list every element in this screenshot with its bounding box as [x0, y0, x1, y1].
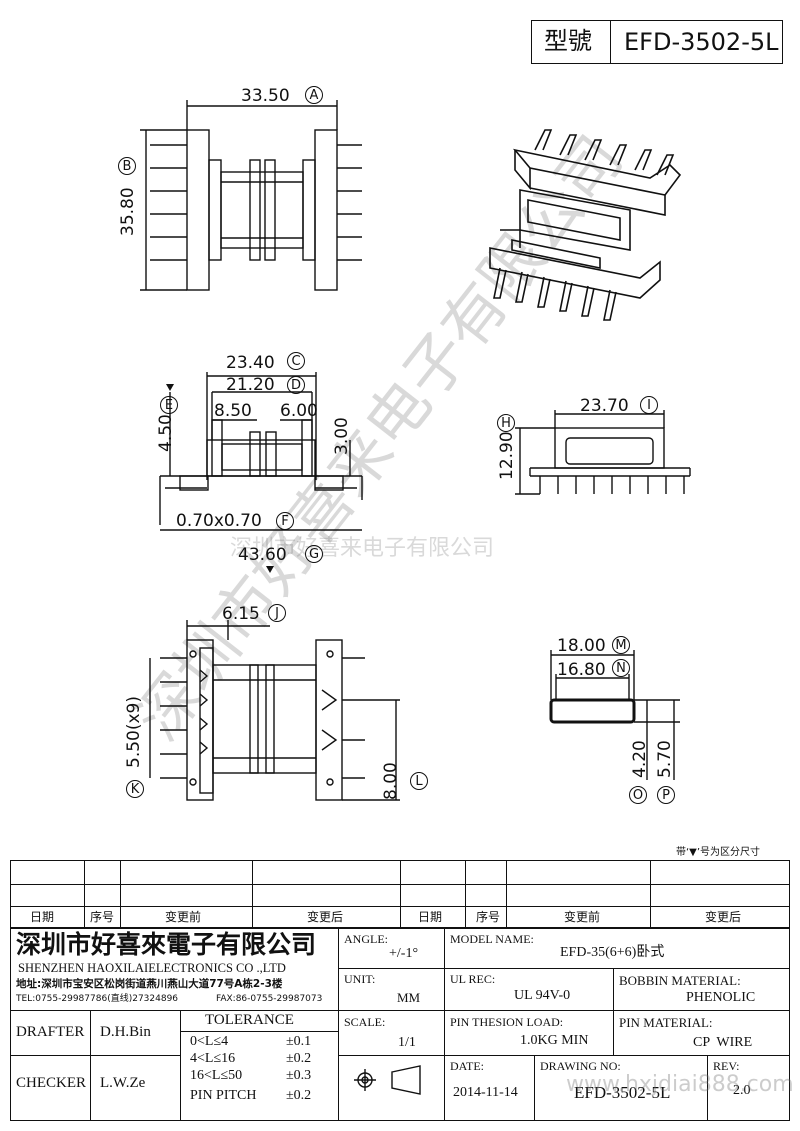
date-label: DATE: [450, 1059, 484, 1073]
angle-label: ANGLE: [344, 932, 388, 946]
ul-rec-value: UL 94V-0 [514, 988, 571, 1003]
unit-label: UNIT: [344, 972, 376, 986]
dim-J-value: 6.15 [222, 604, 260, 624]
dim-O-marker: O [629, 786, 647, 804]
model-box-divider [610, 20, 611, 64]
dim-C-marker: C [287, 352, 305, 370]
dim-N-value: 16.80 [557, 660, 606, 680]
rev-header-date-2: 日期 [418, 910, 443, 924]
rev-header-seq-1: 序号 [90, 910, 115, 924]
model-label: 型號 [544, 27, 592, 55]
rev-label: REV: [713, 1059, 740, 1073]
dim-J-marker: J [268, 604, 286, 622]
dim-I-value: 23.70 [580, 396, 629, 416]
bobbin-material-value: PHENOLIC [686, 990, 756, 1005]
company-address: 地址:深圳市宝安区松岗街道燕川燕山大道77号A栋2-3楼 [16, 978, 283, 990]
dim-L-marker: L [410, 772, 428, 790]
dim-D-value: 21.20 [226, 375, 275, 395]
tolerance-value-4: ±0.2 [286, 1088, 312, 1103]
dim-e2-value: 6.00 [280, 401, 318, 421]
dim-P-marker: P [657, 786, 675, 804]
dim-G-marker: G [305, 545, 323, 563]
company-name-cn: 深圳市好喜來電子有限公司 [16, 932, 317, 959]
tolerance-value-1: ±0.1 [286, 1034, 312, 1049]
dim-F-value: 0.70x0.70 [176, 511, 262, 531]
dim-B-marker: B [118, 157, 136, 175]
pin-material-value: CP WIRE [693, 1035, 753, 1050]
pin-material-label: PIN MATERIAL: [619, 1015, 713, 1030]
rev-header-after-2: 变更后 [705, 910, 742, 924]
dim-C-value: 23.40 [226, 353, 275, 373]
angle-value: +/-1° [389, 946, 419, 961]
ul-rec-label: UL REC: [450, 972, 496, 986]
dim-M-marker: M [612, 636, 630, 654]
tolerance-range-1: 0<L≤4 [190, 1034, 229, 1049]
dim-K-marker: K [126, 780, 144, 798]
tolerance-label: TOLERANCE [205, 1012, 294, 1028]
drawing-no-value: EFD-3502-5L [574, 1083, 671, 1102]
drafter-value: D.H.Bin [100, 1024, 151, 1040]
date-value: 2014-11-14 [453, 1085, 518, 1100]
rev-header-before-1: 变更前 [165, 910, 202, 924]
dim-F-marker: F [276, 512, 294, 530]
dim-E-marker: E [160, 396, 178, 414]
scale-label: SCALE: [344, 1015, 386, 1029]
rev-header-before-2: 变更前 [564, 910, 601, 924]
bobbin-material-label: BOBBIN MATERIAL: [619, 973, 741, 988]
rev-header-seq-2: 序号 [476, 910, 501, 924]
dim-N-marker: N [612, 659, 630, 677]
tolerance-value-2: ±0.2 [286, 1051, 312, 1066]
dim-e1-value: 8.50 [214, 401, 252, 421]
dim-A-marker: A [305, 86, 323, 104]
rev-header-after-1: 变更后 [307, 910, 344, 924]
dim-H-marker: H [497, 414, 515, 432]
pin-tension-value: 1.0KG MIN [520, 1033, 589, 1048]
drawing-no-label: DRAWING NO: [540, 1059, 621, 1073]
dimension-note: 带‘▼’号为区分尺寸 [676, 847, 761, 858]
model-name-value: EFD-35(6+6)卧式 [560, 945, 665, 960]
pin-tension-label: PIN THESION LOAD: [450, 1015, 564, 1029]
model-box [531, 20, 783, 64]
tolerance-range-2: 4<L≤16 [190, 1051, 236, 1066]
drafter-label: DRAFTER [16, 1024, 85, 1040]
rev-header-date-1: 日期 [30, 910, 55, 924]
tolerance-range-4: PIN PITCH [190, 1088, 257, 1103]
tolerance-range-3: 16<L≤50 [190, 1068, 243, 1083]
company-fax: FAX:86-0755-29987073 [216, 994, 323, 1004]
model-name-label: MODEL NAME: [450, 932, 534, 946]
title-block [10, 928, 790, 1121]
model-value: EFD-3502-5L [624, 28, 779, 56]
rev-value: 2.0 [733, 1083, 751, 1098]
company-name-en: SHENZHEN HAOXILAIELECTRONICS CO .,LTD [18, 961, 286, 975]
dim-D-marker: D [287, 376, 305, 394]
checker-label: CHECKER [16, 1075, 87, 1091]
dim-I-marker: I [640, 396, 658, 414]
company-tel: TEL:0755-29987786(直线)27324896 [16, 994, 179, 1004]
dim-M-value: 18.00 [557, 636, 606, 656]
unit-value: MM [397, 990, 421, 1005]
tolerance-value-3: ±0.3 [286, 1068, 312, 1083]
checker-value: L.W.Ze [100, 1075, 146, 1091]
dim-A-value: 33.50 [241, 86, 290, 106]
scale-value: 1/1 [398, 1035, 416, 1050]
dim-G-value: 43.60 [238, 545, 287, 565]
